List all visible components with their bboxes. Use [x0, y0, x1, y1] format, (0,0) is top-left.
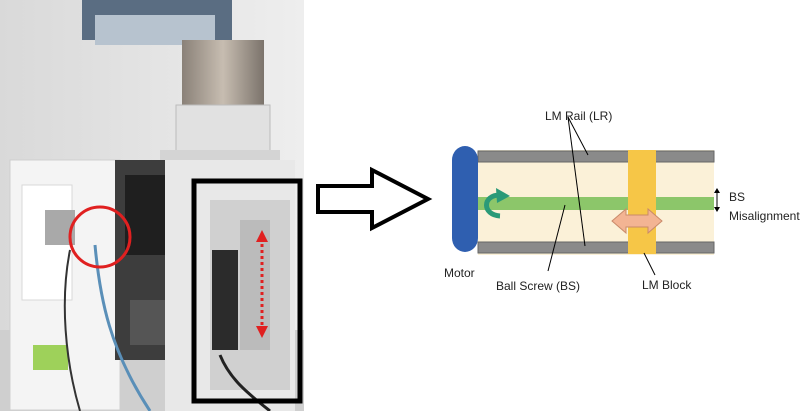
motor-label: Motor [444, 266, 475, 280]
lm-rail-top [477, 150, 715, 163]
bs-misalignment-label-line2: Misalignment [729, 209, 800, 223]
motor [452, 146, 478, 252]
bs-misalignment-label-line1: BS [729, 190, 745, 204]
hollow-right-arrow-icon [316, 166, 433, 232]
lm-rail-bottom [477, 241, 715, 254]
machine-photo [0, 0, 304, 411]
ball-screw-label: Ball Screw (BS) [496, 279, 580, 293]
ball-screw-highlight-box [191, 178, 303, 404]
lm-rail-label: LM Rail (LR) [545, 109, 612, 123]
double-arrow-icon [611, 207, 663, 235]
lm-block [628, 150, 656, 254]
rotation-arrow-icon [484, 192, 501, 219]
lm-block-label: LM Block [642, 278, 692, 292]
sensor-highlight-circle [68, 205, 132, 269]
ball-screw [478, 197, 714, 210]
